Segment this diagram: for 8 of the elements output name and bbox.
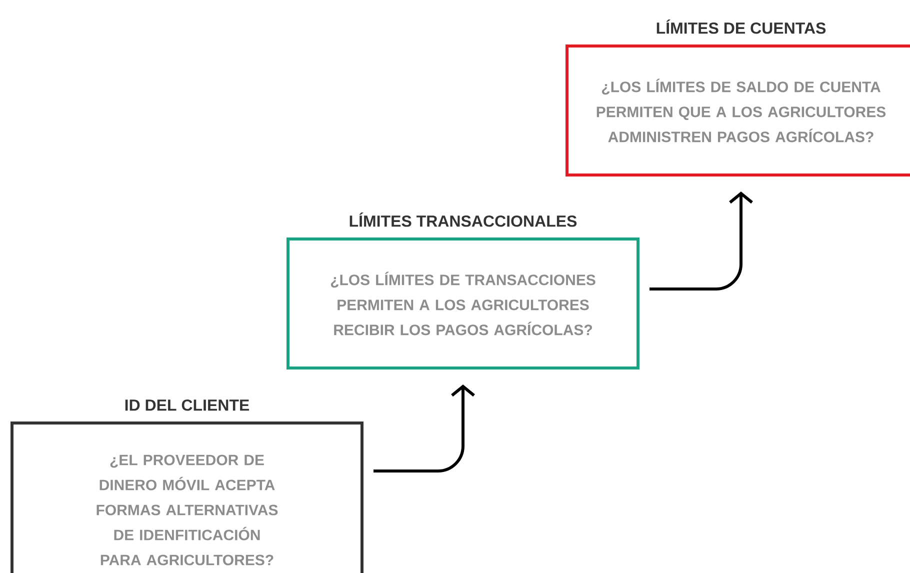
box-heading: LÍMITES DE CUENTAS	[656, 19, 826, 34]
arrow	[374, 384, 475, 472]
question-box: ¿EL PROVEEDOR DE DINERO MÓVIL ACEPTA FORMAS ALTERNATIVAS DE IDENFITICACIÓN PARA AGRICULTORES?	[10, 422, 364, 573]
question-box: ¿LOS LÍMITES DE TRANSACCIONES PERMITEN A LOS AGRICULTORES RECIBIR LOS PAGOS AGRÍCOLAS?	[286, 238, 640, 370]
question-box: ¿LOS LÍMITES DE SALDO DE CUENTA PERMITEN QUE A LOS AGRICULTORES ADMINISTREN PAGOS AGRÍCOLAS?	[566, 44, 910, 176]
box-heading: LÍMITES TRANSACCIONALES	[350, 212, 577, 227]
box-heading: ID DEL CLIENTE	[125, 399, 250, 411]
arrow	[650, 192, 753, 290]
